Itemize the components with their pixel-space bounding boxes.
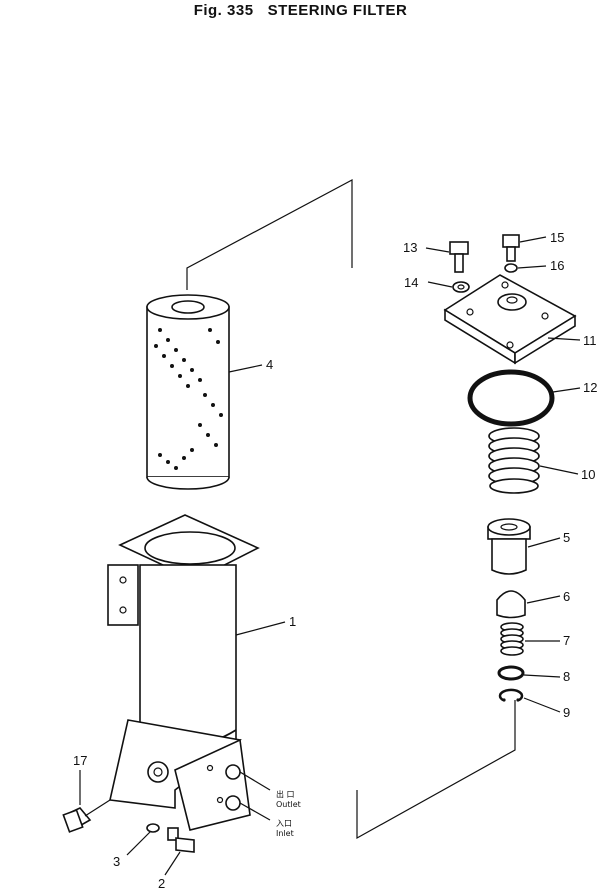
leader-line-6 [526, 595, 561, 604]
callout-12: 12 [583, 380, 597, 395]
o-ring-16 [504, 263, 518, 273]
drain-plug [62, 799, 111, 833]
callout-5: 5 [563, 530, 570, 545]
leader-line-8 [523, 674, 561, 678]
figure-number: Fig. 335 [193, 2, 254, 19]
filter-case [107, 514, 260, 831]
spring-7 [500, 622, 524, 656]
leader-line-13 [425, 247, 450, 253]
bolt-15 [502, 234, 520, 262]
o-ring-12 [467, 369, 555, 427]
callout-2: 2 [158, 876, 165, 891]
callout-1: 1 [289, 614, 296, 629]
washer-14 [452, 281, 470, 293]
spring-10 [488, 427, 540, 494]
washer-8 [497, 665, 525, 681]
valve-5 [487, 518, 531, 575]
outlet-label-jp: 出 口 [276, 789, 295, 799]
callout-16: 16 [550, 258, 564, 273]
outlet-label: Outlet [276, 800, 301, 809]
snap-ring-9 [498, 688, 524, 702]
callout-4: 4 [266, 357, 273, 372]
cover-plate [443, 274, 577, 365]
callout-10: 10 [581, 467, 595, 482]
callout-13: 13 [403, 240, 417, 255]
inlet-label: Inlet [276, 829, 294, 838]
leader-line-15 [519, 236, 547, 243]
leader-line-2 [164, 851, 181, 876]
leader-line-9 [523, 697, 561, 713]
figure-name: STEERING FILTER [267, 2, 408, 19]
leader-line-11 [547, 337, 581, 341]
callout-8: 8 [563, 669, 570, 684]
poppet-6 [496, 590, 526, 619]
figure-title: Fig. 335 STEERING FILTER [0, 0, 601, 22]
leader-line-12 [552, 387, 581, 393]
assembly-guide-line [186, 179, 516, 840]
callout-11: 11 [583, 333, 597, 348]
filter-element [146, 294, 230, 490]
leader-line-14 [427, 281, 453, 288]
leader-line-5 [527, 537, 561, 548]
bolt-2 [167, 827, 195, 853]
leader-line-16 [517, 265, 547, 269]
leader-line-4 [228, 364, 263, 373]
callout-3: 3 [113, 854, 120, 869]
inlet-label-jp: 入口 [276, 819, 292, 828]
washer-3 [146, 823, 160, 833]
callout-14: 14 [404, 275, 418, 290]
callout-15: 15 [550, 230, 564, 245]
leader-line-10 [539, 465, 579, 475]
callout-17: 17 [73, 753, 87, 768]
callout-6: 6 [563, 589, 570, 604]
bolt-13 [449, 241, 469, 273]
inlet-leader [239, 802, 271, 821]
callout-7: 7 [563, 633, 570, 648]
callout-9: 9 [563, 705, 570, 720]
leader-line-3 [126, 831, 151, 856]
leader-line-1 [235, 621, 286, 636]
outlet-leader [239, 771, 271, 791]
